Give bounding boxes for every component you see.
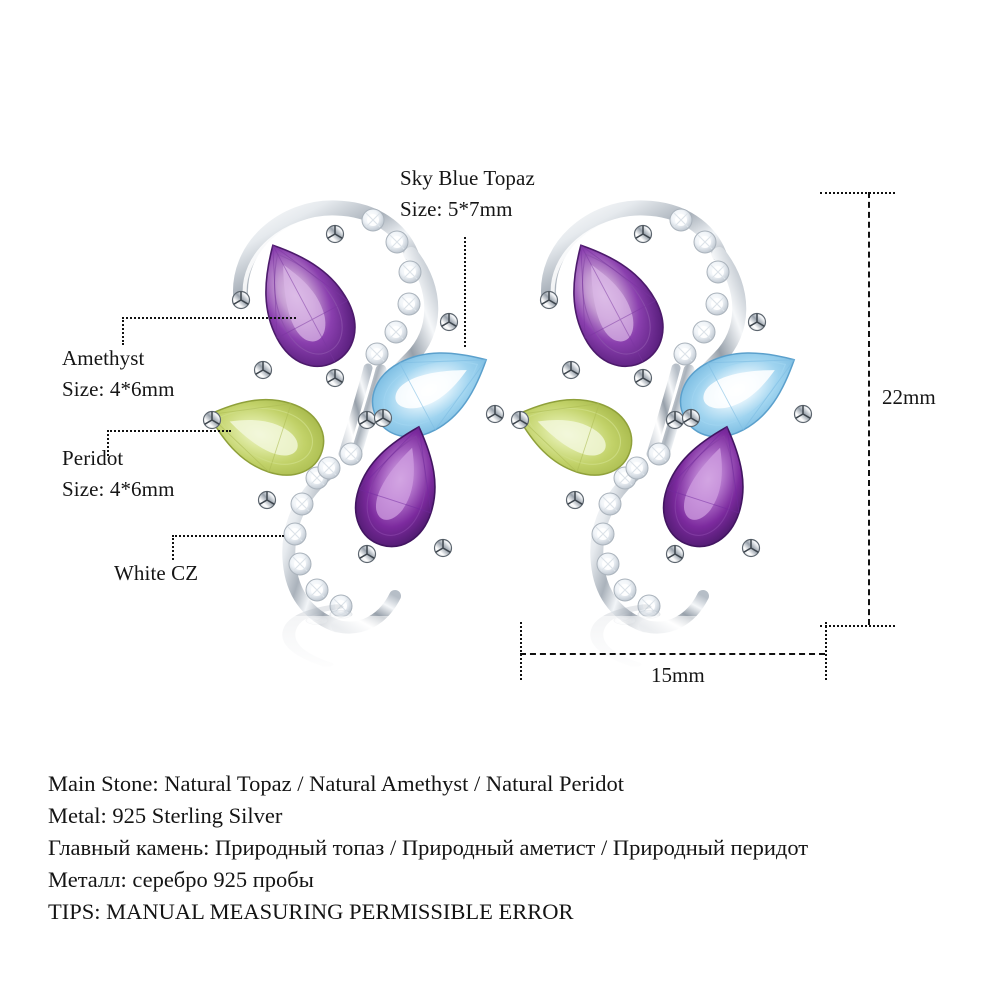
earring-left [202,182,505,676]
description-line-metal-ru: Металл: серебро 925 пробы [48,867,314,892]
leader-line-topaz-vertical [464,237,466,347]
cz-cluster-center [317,442,363,480]
dimension-width-tick-left [520,622,522,680]
gem-amethyst-lower [354,425,436,548]
annotation-peridot-size: Size: 4*6mm [62,477,175,501]
annotation-peridot: Peridot Size: 4*6mm [62,443,175,505]
dimension-width-line [520,653,825,655]
product-photo-area: Sky Blue Topaz Size: 5*7mm Amethyst Size… [62,163,936,687]
earring-right [510,182,813,676]
annotation-topaz-size: Size: 5*7mm [400,197,513,221]
annotation-amethyst-size: Size: 4*6mm [62,377,175,401]
gem-amethyst-lower [662,425,744,548]
gem-topaz [372,352,488,438]
annotation-amethyst-name: Amethyst [62,346,145,370]
dimension-height-label: 22mm [882,385,936,409]
gem-amethyst-upper [265,244,356,367]
leader-line-cz-vertical [172,535,174,560]
leader-line-cz-horizontal [172,535,284,537]
leader-line-amethyst-horizontal [122,317,296,319]
gem-topaz [680,352,796,438]
annotation-amethyst: Amethyst Size: 4*6mm [62,343,175,405]
cz-arc-upper [669,208,730,366]
dimension-width-label: 15mm [651,663,705,687]
cz-arc-upper [361,208,422,366]
description-line-main-stone: Main Stone: Natural Topaz / Natural Amet… [48,771,625,796]
description-line-main-stone-ru: Главный камень: Природный топаз / Природ… [48,835,809,860]
leader-line-amethyst-vertical [122,317,124,345]
dimension-height-tick-top [820,192,895,194]
annotation-peridot-name: Peridot [62,446,124,470]
annotation-cz-name: White CZ [114,561,199,585]
gem-peridot [515,398,633,476]
description-line-metal: Metal: 925 Sterling Silver [48,803,283,828]
gem-amethyst-upper [573,244,664,367]
description-line-tips: TIPS: MANUAL MEASURING PERMISSIBLE ERROR [48,899,574,924]
cz-cluster-center [625,442,671,480]
dimension-height-line [868,192,870,625]
dimension-height-tick-bottom [820,625,895,627]
product-description-block: Main Stone: Natural Topaz / Natural Amet… [48,768,978,928]
annotation-topaz-name: Sky Blue Topaz [400,166,535,190]
leader-line-peridot-horizontal [107,430,231,432]
annotation-white-cz: White CZ [114,558,198,589]
gem-peridot [207,398,325,476]
annotation-sky-blue-topaz: Sky Blue Topaz Size: 5*7mm [400,163,535,225]
leader-line-peridot-vertical [107,430,109,456]
dimension-width-tick-right [825,622,827,680]
